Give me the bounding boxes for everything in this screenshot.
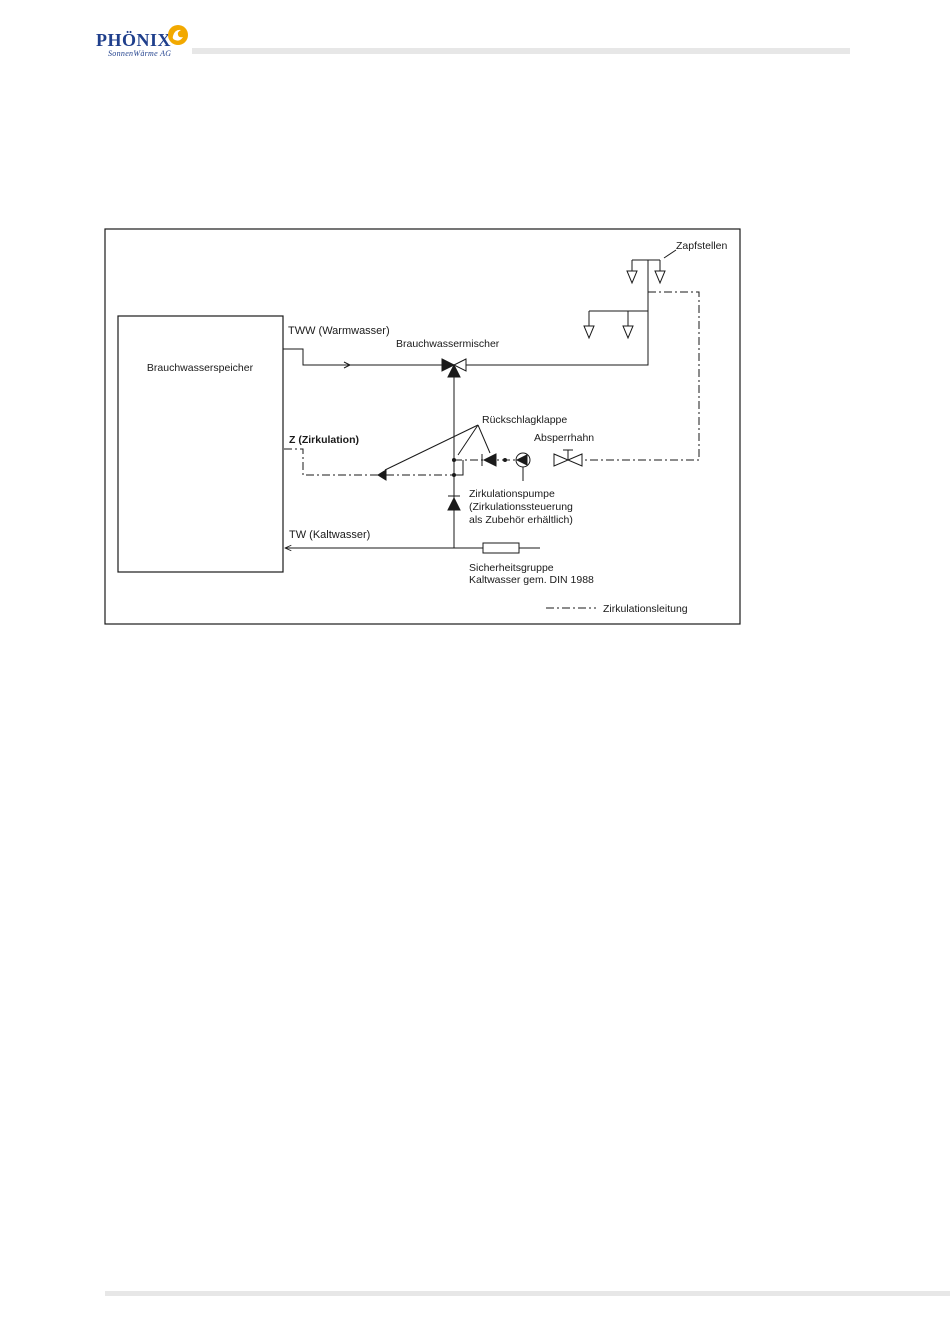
pump-label-line2: (Zirkulationssteuerung [469, 501, 573, 513]
shutoff-label: Absperrhahn [534, 432, 594, 444]
shutoff-valve [554, 450, 582, 466]
footer-rule [105, 1291, 950, 1296]
circulation-pump [516, 453, 530, 481]
storage-tank [118, 316, 283, 572]
legend-label: Zirkulationsleitung [603, 603, 688, 615]
safety-label-line1: Sicherheitsgruppe [469, 562, 554, 574]
circulation-label: Z (Zirkulation) [289, 434, 359, 446]
safety-label-line2: Kaltwasser gem. DIN 1988 [469, 574, 594, 586]
junction-dot [452, 458, 456, 462]
hot-water-label: TWW (Warmwasser) [288, 325, 390, 337]
storage-label: Brauchwasserspeicher [147, 362, 254, 374]
upper-tap-outlets [627, 271, 665, 283]
circulation-return-pipe [580, 292, 699, 460]
check-valve-leaders [385, 425, 490, 470]
lower-tap-outlets [584, 326, 633, 338]
pump-label-line1: Zirkulationspumpe [469, 488, 555, 500]
circulation-arrow [378, 470, 386, 480]
hot-water-pipe [283, 349, 442, 365]
circulation-bypass [454, 460, 463, 475]
safety-group [483, 543, 519, 553]
upper-tap-risers [632, 260, 660, 271]
taps-leader [664, 250, 676, 258]
circulation-inlet-pipe [284, 449, 454, 475]
diagram-frame [105, 229, 740, 624]
mixer-valve [442, 359, 466, 377]
cold-water-label: TW (Kaltwasser) [289, 529, 370, 541]
lower-tap-risers [589, 311, 628, 326]
junction-dot [452, 473, 456, 477]
check-valve-label: Rückschlagklappe [482, 414, 567, 426]
mixer-label: Brauchwassermischer [396, 338, 500, 350]
check-valve-circulation [482, 454, 507, 466]
taps-label: Zapfstellen [676, 240, 728, 252]
pump-label-line3: als Zubehör erhältlich) [469, 514, 573, 526]
